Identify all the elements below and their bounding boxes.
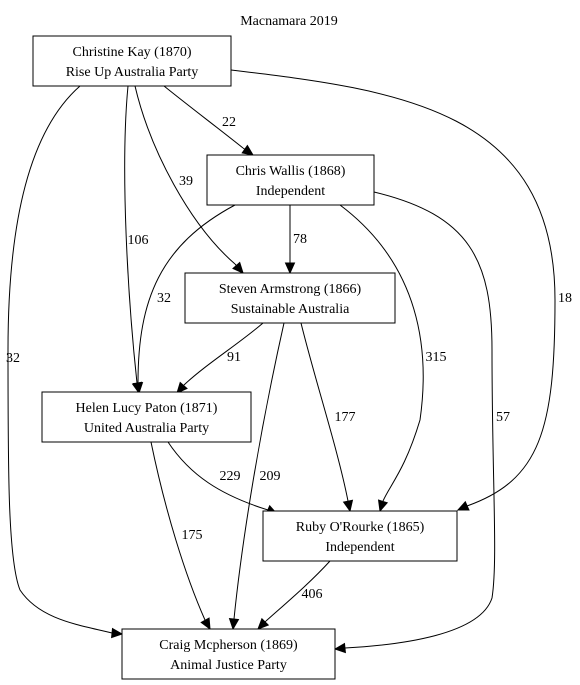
edge-line — [230, 69, 556, 507]
edge-label: 91 — [227, 350, 241, 365]
arrowhead-icon — [456, 500, 470, 511]
candidate-party: Sustainable Australia — [231, 302, 350, 317]
arrowhead-icon — [257, 617, 270, 630]
node-mcpherson: Craig Mcpherson (1869) Animal Justice Par… — [121, 628, 336, 680]
node-kay: Christine Kay (1870) Rise Up Australia Pa… — [32, 35, 232, 87]
edge-line — [300, 322, 349, 502]
arrowhead-icon — [377, 499, 389, 513]
arrowhead-icon — [176, 381, 188, 394]
edges-layer: 22 39 106 32 18 78 32 315 57 91 177 209 229 175 406 — [6, 69, 572, 654]
node-paton: Helen Lucy Paton (1871) United Australia … — [41, 391, 252, 443]
edge-label: 175 — [182, 528, 203, 543]
arrowhead-icon — [132, 382, 144, 395]
arrowhead-icon — [333, 642, 346, 654]
edge-label: 177 — [335, 410, 356, 425]
candidate-party: United Australia Party — [84, 421, 209, 436]
candidate-party: Independent — [256, 184, 325, 199]
node-box — [262, 510, 458, 562]
edge-armstrong-orourke: 177 — [300, 322, 356, 513]
edge-line — [344, 191, 496, 649]
candidate-name: Craig Mcpherson (1869) — [159, 638, 298, 653]
arrowhead-icon — [342, 499, 354, 513]
candidate-name: Ruby O'Rourke (1865) — [296, 520, 425, 535]
candidate-name: Chris Wallis (1868) — [236, 164, 346, 179]
edge-orourke-mcpherson: 406 — [257, 560, 331, 630]
edge-label: 39 — [179, 174, 193, 189]
node-box — [121, 628, 336, 680]
edge-label: 315 — [426, 350, 447, 365]
node-wallis: Chris Wallis (1868) Independent — [206, 154, 375, 206]
edge-line — [167, 441, 269, 511]
edge-label: 78 — [293, 232, 307, 247]
edge-label: 57 — [496, 410, 510, 425]
edge-kay-wallis: 22 — [163, 85, 254, 156]
edge-kay-paton: 106 — [124, 85, 149, 395]
candidate-party: Rise Up Australia Party — [66, 65, 199, 80]
edge-line — [183, 322, 264, 386]
arrowhead-icon — [284, 262, 296, 275]
node-box — [184, 272, 396, 324]
edge-line — [7, 85, 113, 634]
arrowhead-icon — [241, 144, 254, 156]
candidate-name: Christine Kay (1870) — [73, 45, 192, 60]
edge-label: 209 — [260, 469, 281, 484]
edge-line — [163, 85, 244, 149]
arrowhead-icon — [111, 627, 124, 639]
candidate-party: Animal Justice Party — [170, 658, 287, 673]
node-box — [206, 154, 375, 206]
candidate-party: Independent — [325, 540, 394, 555]
edge-kay-mcpherson: 32 — [6, 85, 124, 639]
edge-line — [134, 85, 236, 265]
edge-label: 22 — [222, 115, 236, 130]
edge-label: 32 — [157, 291, 171, 306]
edge-label: 18 — [558, 291, 572, 306]
node-box — [32, 35, 232, 87]
edge-wallis-paton: 32 — [132, 204, 236, 395]
edge-line — [137, 204, 236, 384]
edge-kay-orourke: 18 — [230, 69, 572, 511]
edge-label: 32 — [6, 351, 20, 366]
candidate-name: Helen Lucy Paton (1871) — [76, 401, 218, 416]
diagram-title: Macnamara 2019 — [240, 14, 338, 29]
edge-wallis-mcpherson: 57 — [333, 191, 510, 654]
node-orourke: Ruby O'Rourke (1865) Independent — [262, 510, 458, 562]
edge-wallis-orourke: 315 — [339, 204, 447, 513]
edge-line — [339, 204, 424, 502]
edge-armstrong-paton: 91 — [176, 322, 264, 394]
node-box — [41, 391, 252, 443]
nodes-layer: Christine Kay (1870) Rise Up Australia Pa… — [32, 35, 458, 680]
edge-paton-mcpherson: 175 — [150, 441, 211, 631]
arrowhead-icon — [232, 261, 244, 274]
edge-kay-armstrong: 39 — [134, 85, 244, 274]
edge-label: 406 — [302, 587, 323, 602]
edge-label: 229 — [220, 469, 241, 484]
edge-wallis-armstrong: 78 — [284, 205, 307, 275]
edge-line — [233, 322, 285, 620]
node-armstrong: Steven Armstrong (1866) Sustainable Austr… — [184, 272, 396, 324]
edge-line — [124, 85, 138, 384]
edge-armstrong-mcpherson: 209 — [228, 322, 285, 631]
candidate-name: Steven Armstrong (1866) — [219, 282, 362, 297]
arrowhead-icon — [200, 617, 211, 631]
arrowhead-icon — [228, 618, 240, 631]
edge-line — [150, 441, 206, 621]
edge-line — [265, 560, 331, 622]
edge-label: 106 — [128, 233, 149, 248]
